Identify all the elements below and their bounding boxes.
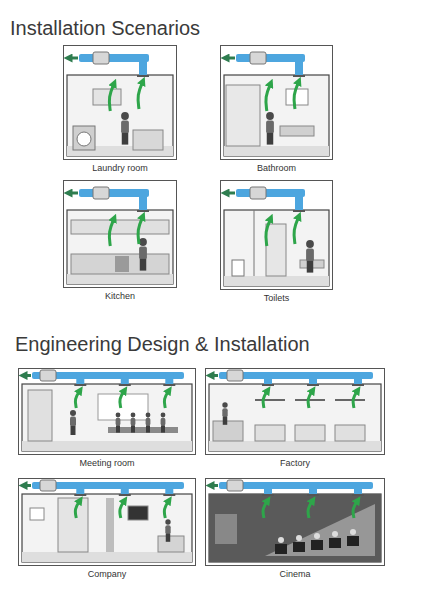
scenario-panel: Toilets — [220, 180, 333, 304]
section-heading: Installation Scenarios — [10, 17, 200, 40]
scene-illustration — [205, 368, 385, 455]
section-heading: Engineering Design & Installation — [15, 333, 310, 356]
scene-illustration — [63, 180, 177, 288]
scene-caption: Toilets — [220, 293, 333, 304]
scenario-panel: Cinema — [205, 478, 385, 580]
scene-caption: Kitchen — [63, 291, 177, 302]
scene-caption: Cinema — [205, 569, 385, 580]
scene-illustration — [18, 368, 196, 455]
scenario-panel: Kitchen — [63, 180, 177, 302]
scene-caption: Laundry room — [63, 163, 177, 174]
scene-illustration — [205, 478, 385, 566]
scene-illustration — [220, 45, 333, 160]
scene-caption: Factory — [205, 458, 385, 469]
scenario-panel: Laundry room — [63, 45, 177, 174]
scene-caption: Meeting room — [18, 458, 196, 469]
scenario-panel: Meeting room — [18, 368, 196, 469]
scene-illustration — [18, 478, 196, 566]
scenario-panel: Bathroom — [220, 45, 333, 174]
scene-illustration — [220, 180, 333, 290]
scene-caption: Bathroom — [220, 163, 333, 174]
scene-caption: Company — [18, 569, 196, 580]
scene-illustration — [63, 45, 177, 160]
scenario-panel: Company — [18, 478, 196, 580]
scenario-panel: Factory — [205, 368, 385, 469]
